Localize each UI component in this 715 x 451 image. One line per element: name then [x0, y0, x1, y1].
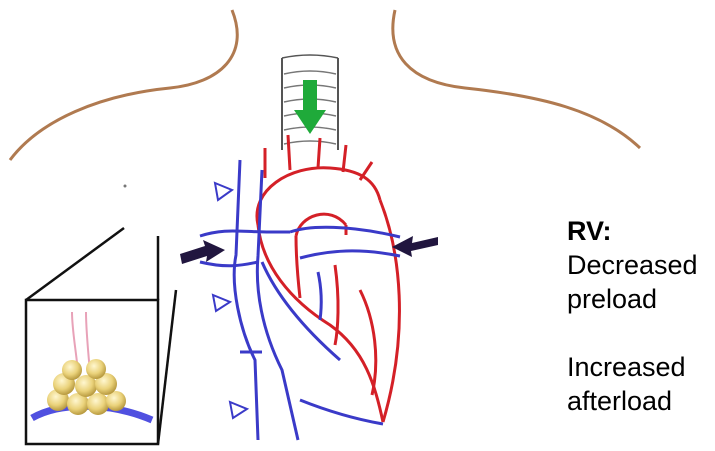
open-triangle-marker-icon	[215, 183, 232, 200]
rv-preload-line1: Decreased	[567, 248, 712, 282]
heart-veins	[200, 160, 400, 440]
body-outline	[10, 10, 237, 160]
rv-annotation: RV: Decreased preload Increased afterloa…	[567, 214, 712, 418]
alveoli-cluster-icon	[47, 359, 126, 415]
rv-afterload-line1: Increased	[567, 350, 712, 384]
open-triangle-marker-icon	[230, 402, 247, 418]
rv-heading: RV:	[567, 214, 712, 248]
green-down-arrow-icon	[294, 80, 326, 134]
open-triangle-marker-icon	[213, 295, 230, 311]
speck	[124, 185, 127, 188]
spacer	[567, 316, 712, 350]
rv-afterload-line2: afterload	[567, 384, 712, 418]
left-pressure-arrow-icon	[180, 240, 225, 264]
heart-arteries	[257, 135, 399, 422]
right-pressure-arrow-icon	[392, 236, 438, 257]
rv-preload-line2: preload	[567, 282, 712, 316]
body-outline-right	[393, 10, 640, 148]
